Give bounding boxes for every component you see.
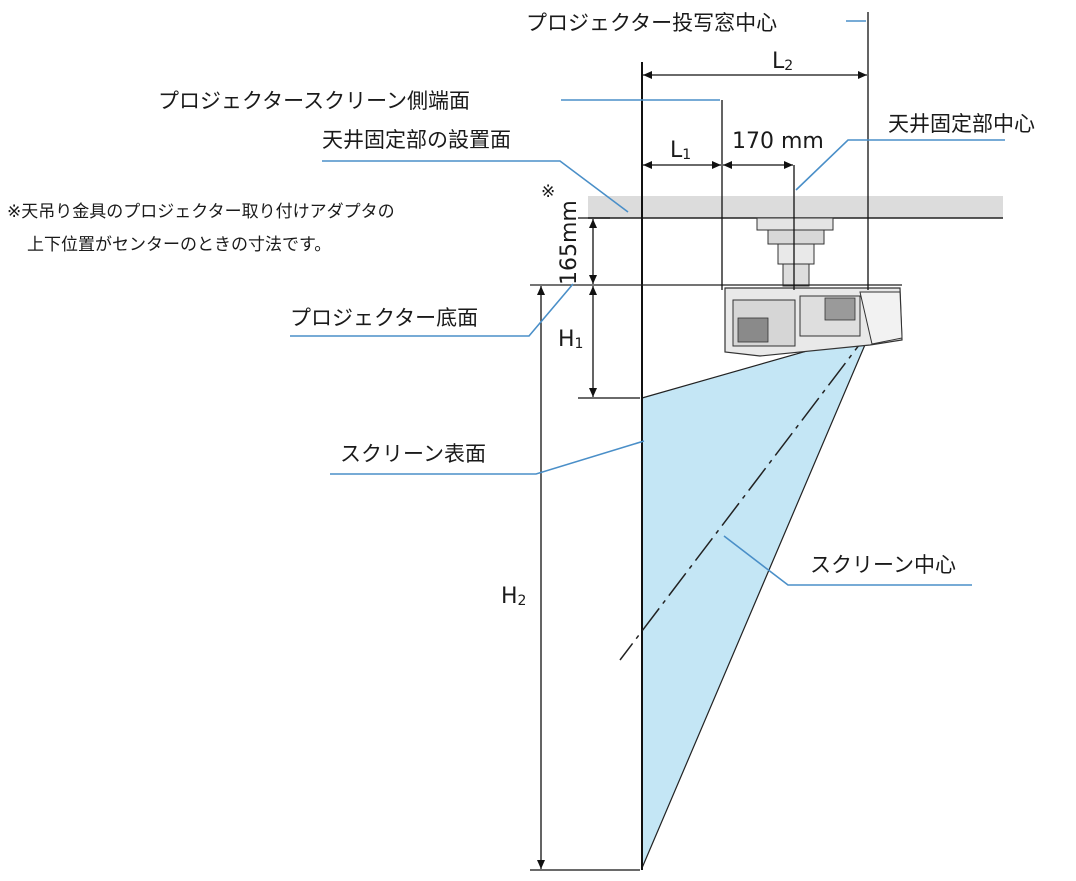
projector — [724, 287, 903, 357]
ceiling-surface-label: 天井固定部の設置面 — [322, 128, 511, 152]
screen-center-axis — [619, 327, 873, 661]
l1-label: L1 — [670, 138, 691, 163]
screen-side-face-label: プロジェクタースクリーン側端面 — [158, 89, 470, 113]
ceiling-mount — [756, 217, 834, 287]
note-mark: ※ — [541, 182, 555, 202]
projection-beam — [641, 332, 872, 869]
mount-center-label: 天井固定部中心 — [888, 112, 1035, 136]
note-line-2: 上下位置がセンターのときの寸法です。 — [27, 235, 331, 255]
note-line-1: ※天吊り金具のプロジェクター取り付けアダプタの — [7, 202, 395, 222]
ceiling — [588, 196, 1003, 218]
offset-170-label: 170 mm — [732, 129, 824, 154]
l2-label: L2 — [772, 49, 793, 74]
screen-surface-label: スクリーン表面 — [340, 442, 486, 466]
h2-label: H2 — [501, 584, 526, 609]
projector-bottom-label: プロジェクター底面 — [290, 306, 478, 330]
lens-center-label: プロジェクター投写窓中心 — [526, 11, 777, 35]
height-165-label: 165mm — [557, 200, 582, 285]
screen-center-label: スクリーン中心 — [810, 553, 956, 577]
h1-label: H1 — [558, 327, 583, 352]
